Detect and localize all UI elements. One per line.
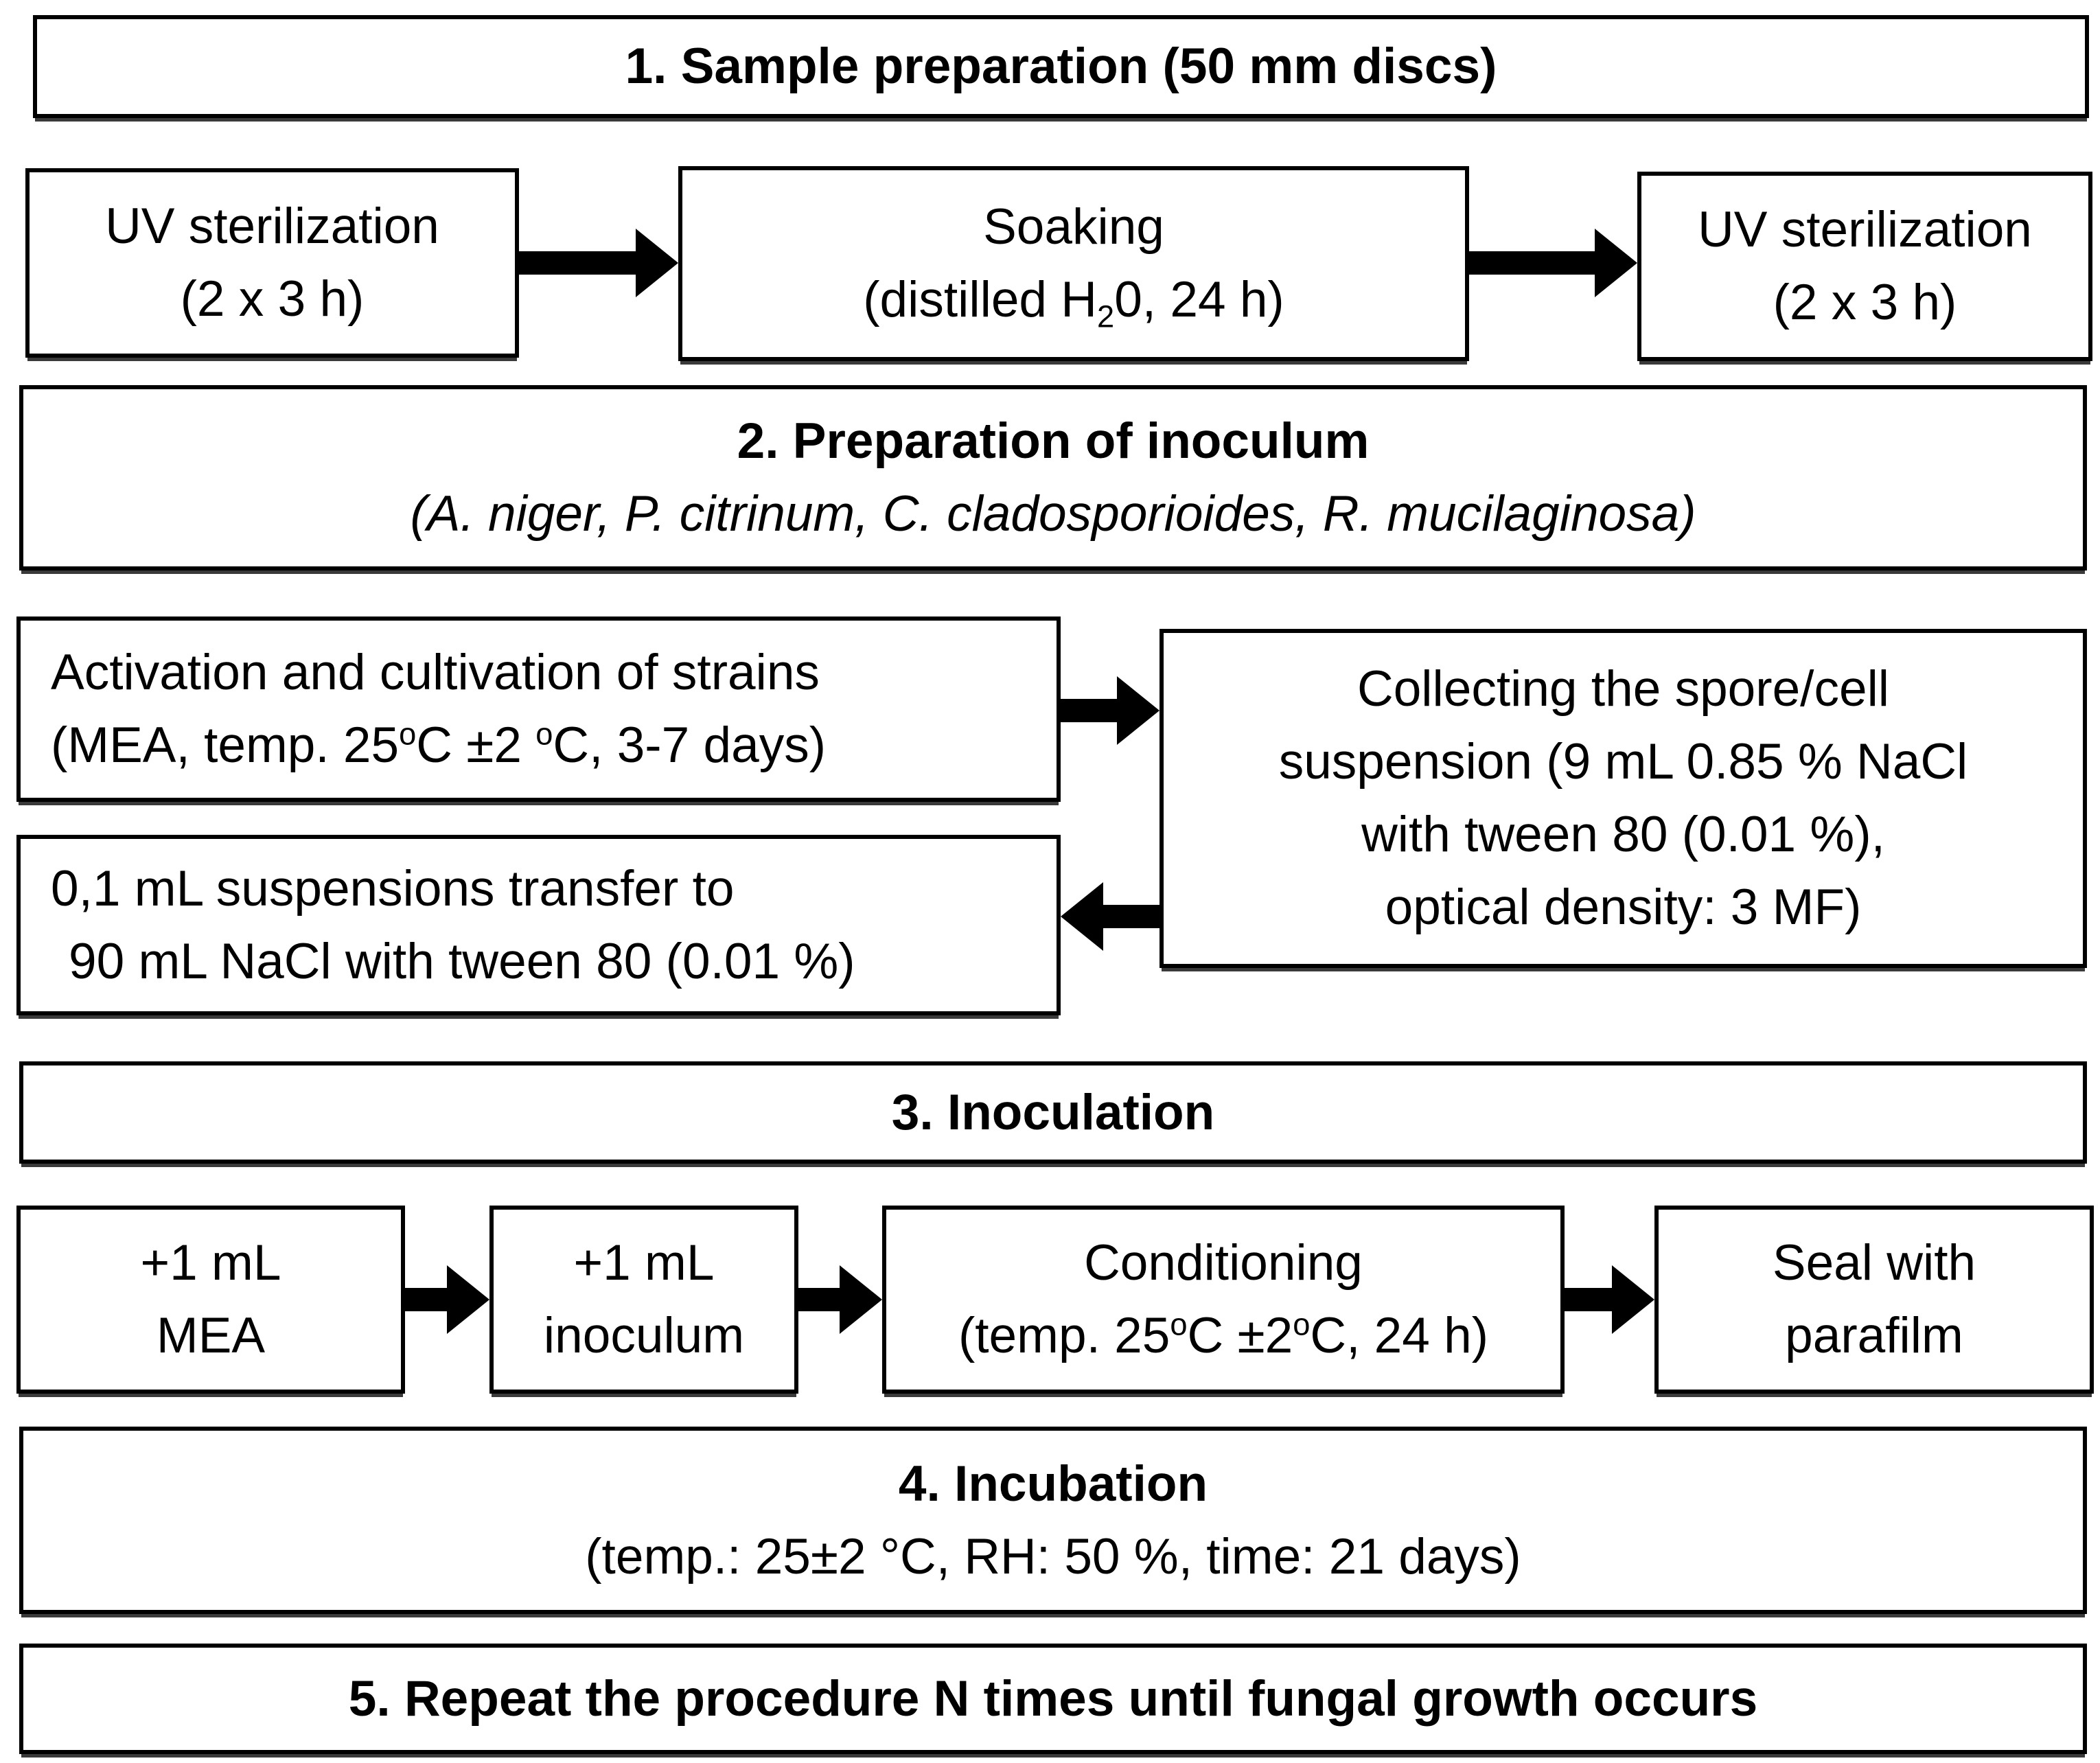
- conditioning-line2: (temp. 25oC ±2oC, 24 h): [958, 1306, 1489, 1363]
- inoculum-box: +1 mL inoculum: [489, 1206, 798, 1394]
- arrow-right-icon: [1565, 1265, 1654, 1334]
- arrow-right-icon: [1061, 676, 1159, 745]
- step3-title: 3. Inoculation: [891, 1084, 1215, 1140]
- seal-line2: parafilm: [1785, 1308, 1963, 1363]
- arrow-right-icon: [798, 1265, 882, 1334]
- arrow-shaft: [798, 1288, 840, 1311]
- arrow-shaft: [519, 251, 636, 275]
- transfer-line2: 90 mL NaCl with tween 80 (0.01 %): [69, 933, 855, 989]
- arrow-head: [636, 229, 678, 297]
- soaking-line2: (distilled H20, 24 h): [863, 272, 1284, 334]
- arrow-shaft: [405, 1288, 447, 1311]
- arrow-head: [1117, 676, 1159, 745]
- uv-sterilization-box-1: UV sterilization (2 x 3 h): [25, 168, 519, 358]
- step2-subtitle: (A. niger, P. citrinum, C. cladosporioid…: [410, 486, 1696, 542]
- soaking-box: Soaking (distilled H20, 24 h): [678, 166, 1469, 361]
- step1-header-box: 1. Sample preparation (50 mm discs): [33, 15, 2089, 118]
- conditioning-line1: Conditioning: [1084, 1235, 1363, 1291]
- arrow-right-icon: [1469, 229, 1637, 297]
- arrow-head: [1061, 882, 1103, 951]
- uv2-line1: UV sterilization: [1698, 202, 2032, 258]
- step4-title: 4. Incubation: [898, 1455, 1208, 1512]
- seal-parafilm-box: Seal with parafilm: [1654, 1206, 2094, 1394]
- seal-line1: Seal with: [1772, 1235, 1976, 1291]
- inoculum-line1: +1 mL: [573, 1235, 715, 1291]
- step3-header-box: 3. Inoculation: [19, 1061, 2087, 1164]
- arrow-head: [447, 1265, 489, 1334]
- inoculum-line2: inoculum: [543, 1308, 745, 1363]
- arrow-head: [840, 1265, 882, 1334]
- step4-header-box: 4. Incubation (temp.: 25±2 °C, RH: 50 %,…: [19, 1427, 2087, 1614]
- soaking-line1: Soaking: [983, 199, 1164, 255]
- collecting-line1: Collecting the spore/cell: [1357, 661, 1890, 717]
- arrow-left-icon: [1061, 882, 1159, 951]
- arrow-shaft: [1103, 905, 1159, 928]
- conditioning-box: Conditioning (temp. 25oC ±2oC, 24 h): [882, 1206, 1565, 1394]
- arrow-head: [1612, 1265, 1654, 1334]
- activation-line1: Activation and cultivation of strains: [51, 645, 820, 701]
- arrow-right-icon: [519, 229, 678, 297]
- activation-box: Activation and cultivation of strains (M…: [16, 617, 1061, 802]
- transfer-line1: 0,1 mL suspensions transfer to: [51, 860, 735, 917]
- step5-header-box: 5. Repeat the procedure N times until fu…: [19, 1644, 2087, 1754]
- step5-title: 5. Repeat the procedure N times until fu…: [348, 1670, 1758, 1727]
- arrow-shaft: [1061, 699, 1117, 722]
- collecting-line3: with tween 80 (0.01 %),: [1361, 807, 1885, 862]
- activation-line2: (MEA, temp. 25oC ±2 oC, 3-7 days): [51, 716, 827, 773]
- uv1-line1: UV sterilization: [105, 198, 439, 255]
- mea-box: +1 mL MEA: [16, 1206, 405, 1394]
- uv-sterilization-box-2: UV sterilization (2 x 3 h): [1637, 172, 2092, 361]
- collecting-line2: suspension (9 mL 0.85 % NaCl: [1278, 734, 1968, 790]
- step2-title: 2. Preparation of inoculum: [737, 413, 1370, 470]
- mea-line2: MEA: [156, 1308, 266, 1363]
- arrow-right-icon: [405, 1265, 489, 1334]
- collecting-line4: optical density: 3 MF): [1385, 879, 1862, 935]
- arrow-shaft: [1469, 251, 1595, 275]
- arrow-head: [1595, 229, 1637, 297]
- collecting-suspension-box: Collecting the spore/cell suspension (9 …: [1159, 629, 2087, 968]
- arrow-shaft: [1565, 1288, 1612, 1311]
- mea-line1: +1 mL: [140, 1235, 281, 1291]
- uv1-line2: (2 x 3 h): [180, 271, 365, 327]
- step2-header-box: 2. Preparation of inoculum (A. niger, P.…: [19, 385, 2087, 571]
- step4-subtitle: (temp.: 25±2 °C, RH: 50 %, time: 21 days…: [585, 1528, 1521, 1585]
- uv2-line2: (2 x 3 h): [1773, 275, 1957, 330]
- step1-title: 1. Sample preparation (50 mm discs): [625, 38, 1497, 95]
- transfer-box: 0,1 mL suspensions transfer to 90 mL NaC…: [16, 835, 1061, 1015]
